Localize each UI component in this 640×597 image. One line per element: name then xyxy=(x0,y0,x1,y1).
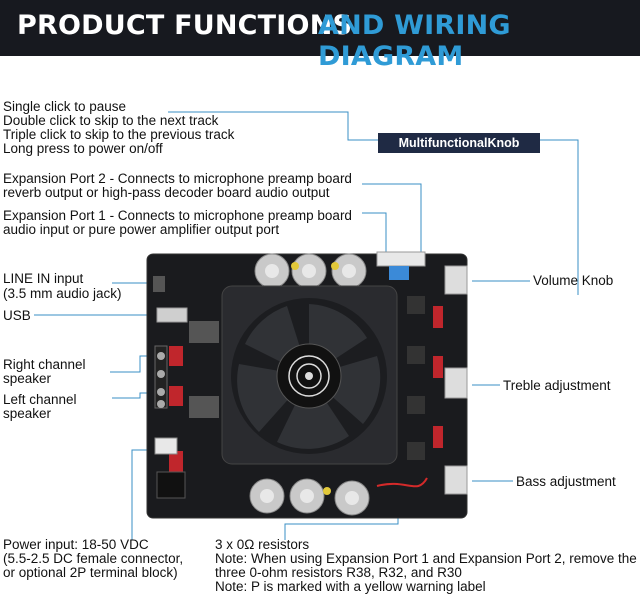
line-in-label: LINE IN input xyxy=(3,271,84,286)
knob-function-1: Single click to pause xyxy=(3,99,127,114)
volume-knob-label: Volume Knob xyxy=(533,273,614,288)
title-part2: AND WIRING DIAGRAM xyxy=(318,10,511,72)
knob-function-2: Double click to skip to the next track xyxy=(3,113,219,128)
knob-function-3: Triple click to skip to the previous tra… xyxy=(3,127,235,142)
title-part1: PRODUCT FUNCTIONS xyxy=(17,10,353,41)
line-expansion-2 xyxy=(362,183,422,252)
left-channel-label: Left channel xyxy=(3,392,77,407)
bottom-capacitors xyxy=(249,478,370,516)
left-components xyxy=(153,276,219,499)
power-input-line2: (5.5-2.5 DC female connector, xyxy=(3,551,184,566)
knob-function-4: Long press to power on/off xyxy=(3,141,163,156)
power-input-line3: or optional 2P terminal block) xyxy=(3,565,178,580)
line-expansion-1 xyxy=(362,212,387,252)
power-input-label: Power input: 18-50 VDC xyxy=(3,537,149,552)
expansion-2-line1: Expansion Port 2 - Connects to microphon… xyxy=(3,171,352,186)
top-capacitors xyxy=(254,253,367,289)
right-channel-sublabel: speaker xyxy=(3,371,52,386)
line-knob-functions xyxy=(168,111,378,141)
title-banner: PRODUCT FUNCTIONS AND WIRING DIAGRAM xyxy=(0,0,640,72)
bass-label: Bass adjustment xyxy=(516,474,616,489)
resistors-note-3: Note: P is marked with a yellow warning … xyxy=(215,579,486,594)
usb-label: USB xyxy=(3,308,31,323)
expansion-2-line2: reverb output or high-pass decoder board… xyxy=(3,185,330,200)
line-knob-tag xyxy=(540,139,579,295)
cooling-fan xyxy=(221,285,398,465)
treble-label: Treble adjustment xyxy=(503,378,611,393)
resistors-label: 3 x 0Ω resistors xyxy=(215,537,310,552)
expansion-1-line1: Expansion Port 1 - Connects to microphon… xyxy=(3,208,352,223)
red-wire xyxy=(376,477,428,488)
line-in-sublabel: (3.5 mm audio jack) xyxy=(3,286,122,301)
resistors-note-1: Note: When using Expansion Port 1 and Ex… xyxy=(215,551,637,566)
knob-tag: MultifunctionalKnob xyxy=(378,133,540,153)
right-components xyxy=(376,251,468,495)
right-channel-label: Right channel xyxy=(3,357,86,372)
resistors-note-2: three 0-ohm resistors R38, R32, and R30 xyxy=(215,565,462,580)
amplifier-board-image xyxy=(146,251,468,519)
left-channel-sublabel: speaker xyxy=(3,406,52,421)
expansion-1-line2: audio input or pure power amplifier outp… xyxy=(3,222,280,237)
